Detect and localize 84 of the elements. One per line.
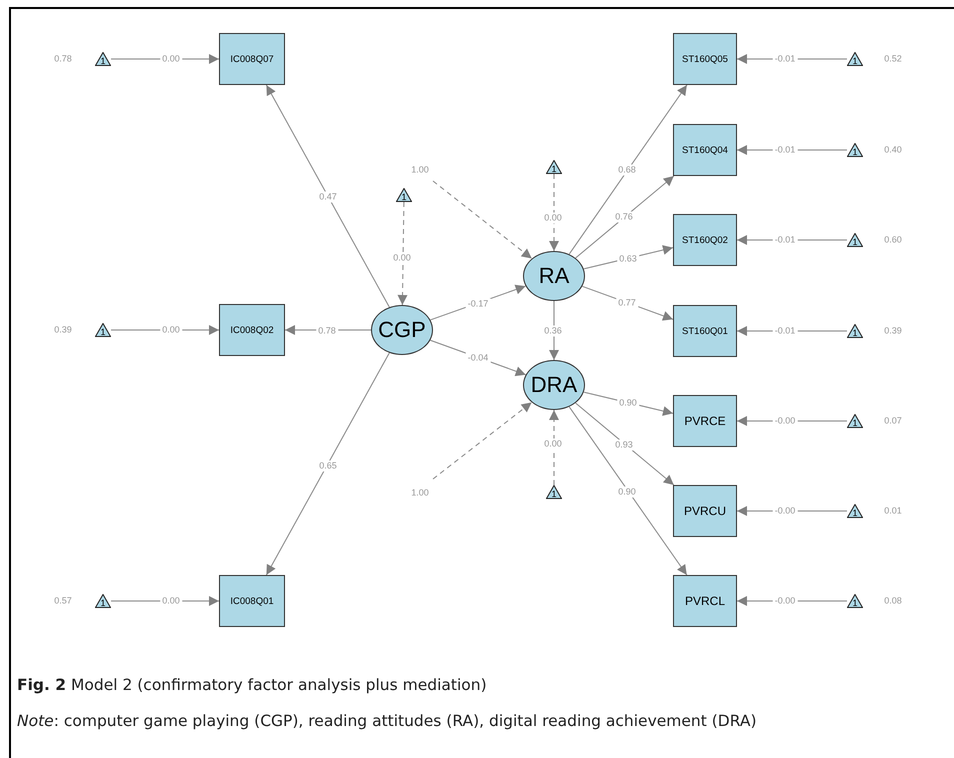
- path-arrow: [432, 402, 532, 480]
- path-arrow: [568, 406, 688, 576]
- triangle-label: 1: [100, 56, 106, 66]
- edge-label: 0.47: [317, 192, 339, 202]
- variable-box: ST160Q04: [673, 124, 737, 176]
- edge-label: 0.00: [160, 596, 182, 606]
- value-label: 0.39: [884, 326, 902, 336]
- value-label: 0.60: [884, 236, 902, 244]
- figure-caption: Fig. 2 Model 2 (confirmatory factor analysis plus mediation): [17, 676, 487, 694]
- edge-label: 0.93: [613, 440, 635, 450]
- path-arrow: [284, 325, 372, 335]
- path-arrow: [568, 84, 688, 255]
- latent-ellipse: CGP: [371, 305, 433, 355]
- edge-label: 0.90: [617, 398, 639, 408]
- edge-label: 0.90: [616, 486, 638, 498]
- edge-label: -0.01: [772, 54, 798, 64]
- triangle-label: 1: [551, 164, 556, 174]
- value-label: 0.08: [884, 596, 902, 606]
- triangle-label: 1: [852, 598, 858, 608]
- variable-box: ST160Q01: [673, 305, 737, 357]
- latent-ellipse: DRA: [523, 360, 585, 410]
- path-arrow: [575, 402, 674, 486]
- triangle-label: 1: [852, 148, 858, 156]
- path-arrow: [432, 180, 532, 260]
- triangle-label: 1: [100, 328, 106, 336]
- edge-label: 0.63: [617, 254, 639, 264]
- value-label: 0.57: [54, 596, 72, 606]
- edge-label: 0.00: [542, 212, 564, 224]
- edge-label: 1.00: [409, 164, 431, 176]
- edge-label: 0.65: [317, 460, 339, 472]
- value-label: 0.07: [884, 416, 902, 426]
- triangle-label: 1: [551, 490, 556, 498]
- edge-label: 0.77: [616, 298, 638, 308]
- edge-label: -0.00: [772, 506, 798, 516]
- variable-box: PVRCE: [673, 395, 737, 447]
- triangle-label: 1: [100, 598, 106, 608]
- triangle-label: 1: [852, 238, 858, 246]
- path-arrow: [583, 245, 674, 270]
- path-arrow: [110, 54, 220, 64]
- edge-label: -0.01: [772, 144, 798, 156]
- edge-label: 0.00: [160, 54, 182, 64]
- edge-label: 0.68: [616, 164, 638, 176]
- edge-label: -0.17: [466, 298, 490, 310]
- figure-note: Note: computer game playing (CGP), reading attitudes (RA), digital reading achievement (DRA): [17, 712, 757, 730]
- value-label: 0.52: [884, 54, 902, 64]
- path-arrow: [266, 352, 390, 576]
- latent-ellipse: RA: [523, 251, 585, 301]
- path-arrow: [582, 286, 674, 321]
- path-arrow: [398, 202, 408, 306]
- edge-label: 0.78: [316, 326, 338, 336]
- variable-box: IC008Q07: [219, 33, 285, 85]
- edge-label: 1.00: [409, 488, 431, 498]
- edge-label: 0.36: [542, 326, 564, 336]
- path-arrow: [266, 84, 390, 308]
- path-arrow: [549, 410, 559, 486]
- edge-label: 0.76: [613, 212, 635, 222]
- edge-label: 0.00: [391, 252, 413, 264]
- triangle-label: 1: [852, 56, 858, 66]
- path-arrow: [110, 596, 220, 606]
- value-label: 0.78: [54, 54, 72, 64]
- edge-label: -0.00: [772, 416, 798, 426]
- variable-box: ST160Q02: [673, 214, 737, 266]
- edge-label: -0.01: [772, 326, 798, 336]
- edge-label: -0.04: [466, 352, 490, 364]
- path-arrow: [549, 300, 559, 360]
- triangle-label: 1: [852, 508, 858, 518]
- variable-box: PVRCU: [673, 485, 737, 537]
- edge-label: -0.01: [772, 234, 798, 246]
- variable-box: IC008Q02: [219, 304, 285, 356]
- triangle-label: 1: [852, 328, 858, 338]
- edge-label: 0.00: [160, 324, 182, 336]
- value-label: 0.40: [884, 146, 902, 154]
- path-arrow: [575, 176, 674, 259]
- edge-label: 0.00: [542, 438, 564, 450]
- variable-box: PVRCL: [673, 575, 737, 627]
- variable-box: IC008Q01: [219, 575, 285, 627]
- variable-box: ST160Q05: [673, 33, 737, 85]
- value-label: 0.39: [54, 326, 72, 334]
- edge-label: -0.00: [772, 596, 798, 606]
- value-label: 0.01: [884, 506, 902, 516]
- triangle-label: 1: [401, 192, 406, 202]
- path-arrow: [110, 325, 220, 335]
- triangle-label: 1: [852, 418, 858, 428]
- path-arrow: [549, 174, 559, 252]
